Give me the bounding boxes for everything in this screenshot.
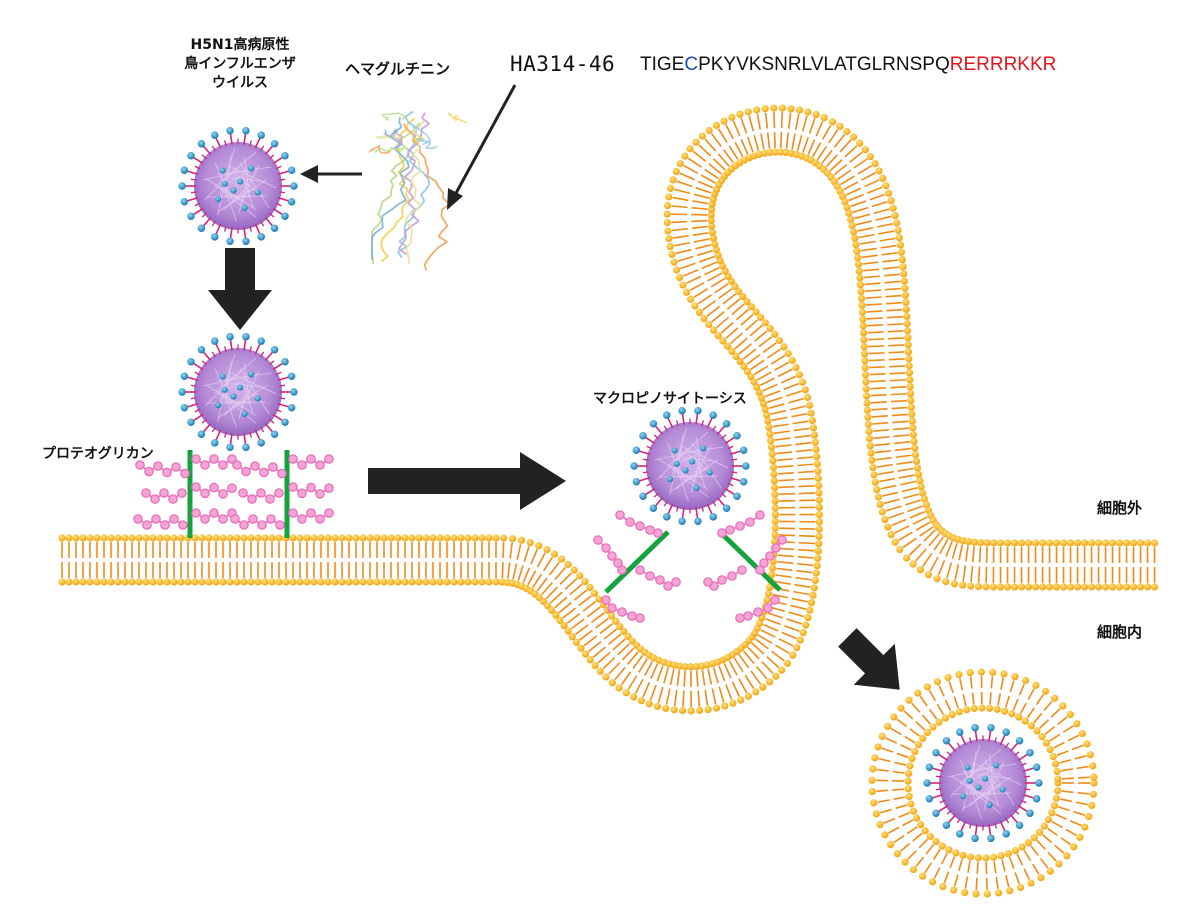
- macropinocytosis-label: マクロピノサイトーシス: [593, 391, 747, 407]
- intracellular-label: 細胞内: [1097, 623, 1143, 641]
- gag-chain: [288, 508, 334, 524]
- endosome-vesicle: [868, 668, 1098, 898]
- gag-chain: [238, 488, 284, 504]
- gag-chain: [735, 595, 780, 623]
- gag-chain: [703, 565, 747, 591]
- arrow-diagonal-thick: [838, 628, 900, 690]
- lipid-heads: [58, 104, 1159, 715]
- sequence-basic-tail: RERRRKKR: [949, 54, 1057, 75]
- gag-chain: [191, 454, 237, 470]
- arrows: [208, 84, 900, 690]
- virus-macropinocytosis: [630, 406, 750, 526]
- proteoglycans: [133, 450, 787, 623]
- virus-binding: [178, 332, 298, 452]
- gag-chain: [135, 460, 190, 479]
- extracellular-label: 細胞外: [1097, 499, 1143, 517]
- virus-title-line2: 鳥インフルエンザ: [184, 56, 296, 72]
- arrow-head-down-left: [447, 188, 463, 210]
- peptide-sequence: TIGECPKYVKSNRLVLATGLRNSPQRERRRKKR: [640, 54, 1056, 76]
- virus-in-vesicle: [923, 723, 1043, 843]
- gag-chain: [191, 482, 237, 499]
- virus-title-line3: ウイルス: [212, 75, 268, 91]
- virus-particles: [178, 126, 1043, 843]
- gag-chain: [191, 508, 237, 524]
- gag-chain: [755, 535, 787, 575]
- sequence-part3: PKYVKSNRLVLATGLRNSPQ: [698, 54, 950, 75]
- gag-chain: [232, 460, 287, 479]
- gag-chain: [615, 510, 663, 538]
- virus-title: H5N1高病原性 鳥インフルエンザ ウイルス: [150, 36, 330, 93]
- arrow-head-left: [300, 165, 318, 183]
- virus-free: [178, 126, 298, 246]
- lipid-heads: [868, 668, 1098, 898]
- gag-chain: [141, 488, 187, 504]
- gag-chain: [593, 535, 627, 575]
- gag-chain: [133, 514, 188, 530]
- hemagglutinin-structure: [368, 110, 468, 271]
- virus-title-line1: H5N1高病原性: [190, 37, 290, 53]
- proteoglycan-label: プロテオグリカン: [42, 446, 154, 462]
- arrow-down-thick: [208, 290, 272, 330]
- gag-chain: [601, 595, 645, 623]
- sequence-cysteine: C: [684, 54, 699, 75]
- gag-chain: [717, 510, 765, 538]
- peptide-name-label: HA314-46: [510, 52, 616, 76]
- arrow-right-thick: [520, 452, 566, 510]
- lipid-tails: [876, 675, 1091, 890]
- gag-chain: [288, 482, 334, 499]
- gag-chain: [288, 454, 334, 470]
- gag-chain: [230, 514, 285, 530]
- hemagglutinin-label: ヘマグルチニン: [345, 60, 451, 78]
- sequence-part1: TIGE: [640, 54, 685, 75]
- gag-chain: [635, 565, 681, 591]
